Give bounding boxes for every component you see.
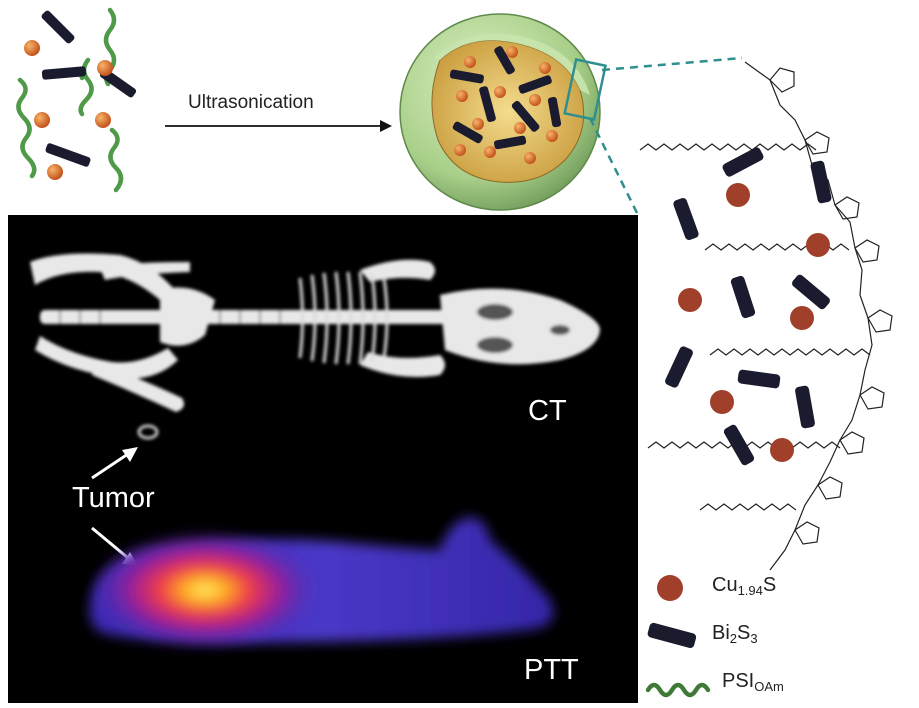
nanorods — [41, 10, 137, 167]
callout-lines — [588, 56, 743, 216]
micelle-sphere — [399, 13, 607, 211]
polymer-backbone — [744, 61, 873, 571]
nanoparticles — [24, 40, 113, 180]
core-nanoparticles — [454, 46, 558, 164]
process-arrow — [165, 120, 392, 132]
imaging-panel — [8, 215, 638, 703]
legend-cu-label: Cu1.94S — [712, 574, 777, 598]
nanorod — [41, 10, 75, 44]
rod-icon — [647, 622, 697, 649]
nanorod — [99, 68, 137, 98]
structure-nanorods — [665, 147, 832, 466]
wavy-chain-icon — [645, 682, 711, 698]
legend-icons — [645, 575, 711, 698]
polymer-chain — [108, 127, 124, 193]
alkyl-tails — [639, 143, 871, 511]
ct-skeleton — [30, 253, 600, 440]
raw-materials-group — [16, 7, 137, 193]
ultrasonication-label: Ultrasonication — [188, 92, 314, 113]
zoom-box — [563, 58, 607, 122]
nanoparticle — [47, 164, 63, 180]
nanoparticle — [24, 40, 40, 56]
sphere-icon — [657, 575, 683, 601]
nanoparticle — [95, 112, 111, 128]
core-nanorods — [449, 46, 562, 150]
legend-psi-label: PSIOAm — [722, 670, 784, 694]
nanorod — [41, 66, 87, 80]
ptt-label: PTT — [524, 654, 579, 686]
polymer-structure — [639, 61, 893, 571]
nanoparticle — [34, 112, 50, 128]
nanorod — [45, 143, 91, 167]
structure-nanoparticles — [678, 183, 830, 462]
succinimide-rings — [769, 67, 893, 545]
legend-bi-label: Bi2S3 — [712, 622, 758, 646]
polymer-chain — [16, 77, 37, 179]
nanoparticle — [97, 60, 113, 76]
tumor-label: Tumor — [72, 482, 155, 514]
ptt-thermal-image — [89, 517, 554, 650]
ct-label: CT — [528, 395, 567, 427]
